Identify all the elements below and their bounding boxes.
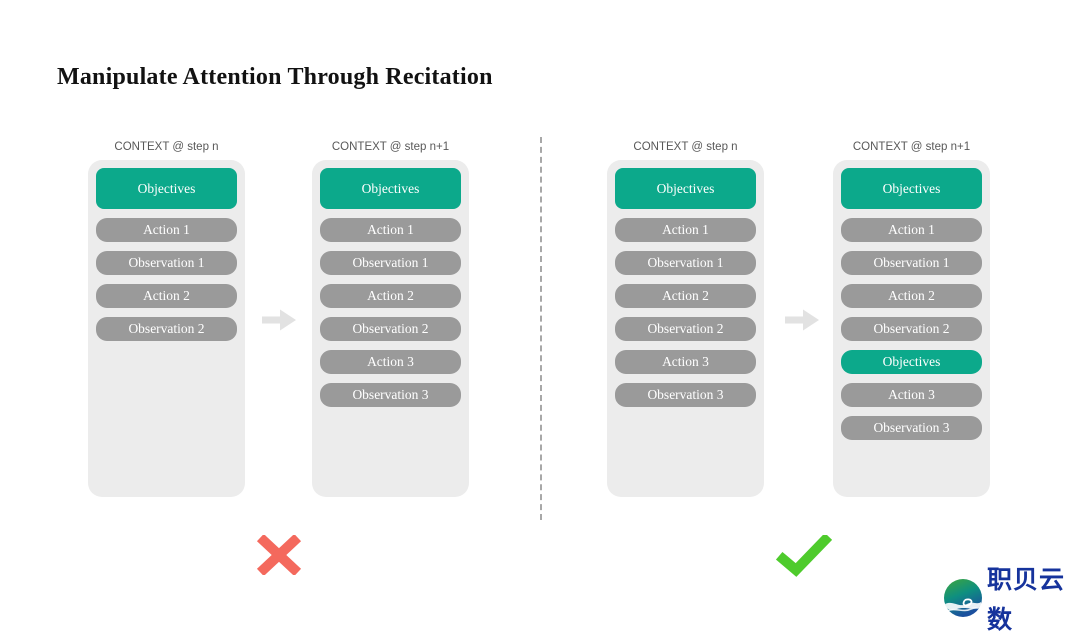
context-card: Objectives Action 1 Observation 1 Action… [312, 160, 469, 497]
page-title: Manipulate Attention Through Recitation [57, 64, 493, 91]
brand-globe-icon [943, 578, 983, 623]
context-box-action: Action 3 [615, 350, 756, 374]
brand-name: 职贝云数 [987, 566, 1066, 634]
context-box-observation: Observation 2 [615, 317, 756, 341]
context-box-observation: Observation 2 [841, 317, 982, 341]
context-card: Objectives Action 1 Observation 1 Action… [833, 160, 990, 497]
right-arrow-icon [785, 309, 819, 336]
context-box-observation: Observation 3 [615, 383, 756, 407]
context-box-action: Action 1 [615, 218, 756, 242]
context-box-observation: Observation 1 [320, 251, 461, 275]
context-box-objectives: Objectives [320, 168, 461, 209]
context-box-action: Action 2 [615, 284, 756, 308]
context-box-observation: Observation 3 [320, 383, 461, 407]
context-box-action: Action 1 [841, 218, 982, 242]
context-card: Objectives Action 1 Observation 1 Action… [607, 160, 764, 497]
context-box-observation: Observation 1 [841, 251, 982, 275]
brand-logo: 职贝云数 [943, 560, 1080, 640]
context-box-action: Action 2 [96, 284, 237, 308]
context-box-observation: Observation 2 [96, 317, 237, 341]
context-box-objectives: Objectives [615, 168, 756, 209]
context-box-observation: Observation 1 [96, 251, 237, 275]
context-card: Objectives Action 1 Observation 1 Action… [88, 160, 245, 497]
context-box-action: Action 3 [320, 350, 461, 374]
context-column-header: CONTEXT @ step n+1 [852, 141, 971, 153]
context-box-observation: Observation 1 [615, 251, 756, 275]
context-box-objectives: Objectives [841, 168, 982, 209]
context-column-header: CONTEXT @ step n [633, 141, 738, 153]
context-box-action: Action 2 [841, 284, 982, 308]
context-column-right-step-n: CONTEXT @ step n Objectives Action 1 Obs… [607, 141, 764, 497]
context-box-objectives: Objectives [96, 168, 237, 209]
context-box-action: Action 1 [96, 218, 237, 242]
context-box-action: Action 3 [841, 383, 982, 407]
context-box-action: Action 2 [320, 284, 461, 308]
context-box-observation: Observation 2 [320, 317, 461, 341]
context-box-action: Action 1 [320, 218, 461, 242]
context-column-wrong-step-n: CONTEXT @ step n Objectives Action 1 Obs… [88, 141, 245, 497]
panel-divider [540, 137, 542, 520]
context-box-observation: Observation 3 [841, 416, 982, 440]
context-column-header: CONTEXT @ step n [114, 141, 219, 153]
check-icon [775, 532, 833, 582]
context-column-header: CONTEXT @ step n+1 [331, 141, 450, 153]
context-column-wrong-step-n1: CONTEXT @ step n+1 Objectives Action 1 O… [312, 141, 469, 497]
cross-icon [256, 533, 302, 580]
context-column-right-step-n1: CONTEXT @ step n+1 Objectives Action 1 O… [833, 141, 990, 497]
context-box-objectives-recited: Objectives [841, 350, 982, 374]
right-arrow-icon [262, 309, 296, 336]
